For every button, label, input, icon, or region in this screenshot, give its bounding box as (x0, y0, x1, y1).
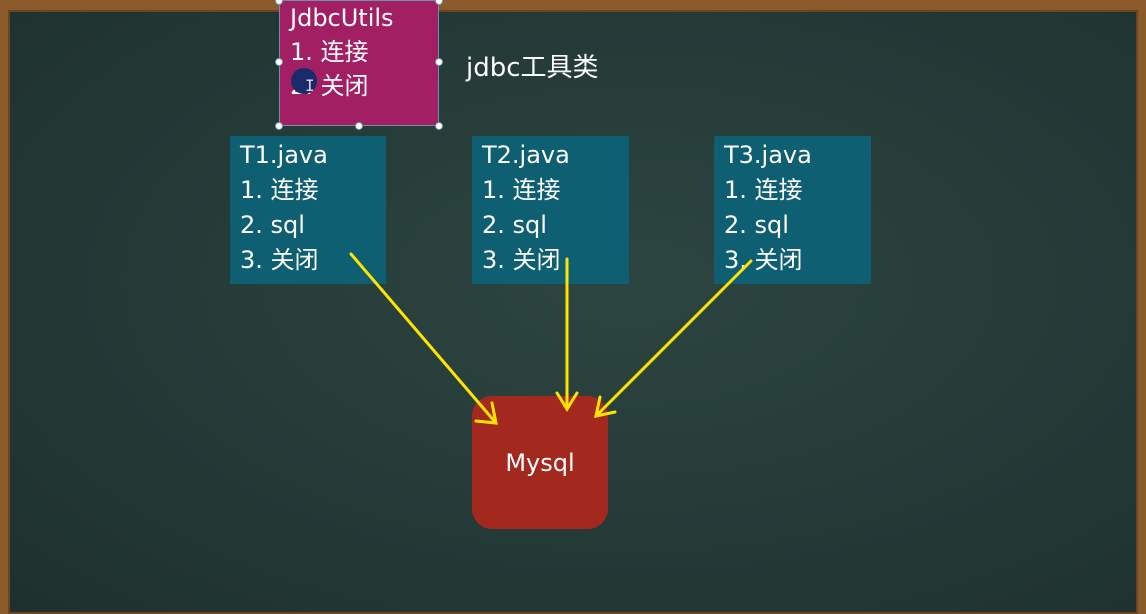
card-item: 3. 关闭 (724, 246, 803, 274)
selection-handle-bottom-center[interactable] (355, 122, 363, 130)
selection-handle-mid-right[interactable] (435, 58, 443, 66)
mysql-label: Mysql (505, 448, 575, 477)
card-item: 2. sql (240, 211, 305, 239)
card-item: 2. sql (724, 211, 789, 239)
utils-caption[interactable]: jdbc工具类 (466, 53, 599, 83)
card-title: T3.java (724, 141, 812, 169)
text-ibeam-cursor-icon: I (305, 76, 315, 95)
card-item: 3. 关闭 (240, 246, 319, 274)
card-t2-java[interactable]: T2.java 1. 连接 2. sql 3. 关闭 (472, 136, 629, 284)
card-item: 1. 连接 (482, 176, 561, 204)
card-item: 1. 连接 (240, 176, 319, 204)
jdbcutils-title: JdbcUtils (290, 4, 394, 32)
card-item: 2. sql (482, 211, 547, 239)
card-item: 1. 连接 (724, 176, 803, 204)
selection-handle-top-left[interactable] (275, 0, 283, 5)
card-item: 3. 关闭 (482, 246, 561, 274)
jdbcutils-item-connect: 1. 连接 (290, 38, 369, 66)
selection-handle-mid-left[interactable] (275, 58, 283, 66)
selection-handle-bottom-right[interactable] (435, 122, 443, 130)
card-t3-java[interactable]: T3.java 1. 连接 2. sql 3. 关闭 (714, 136, 871, 284)
card-t1-java[interactable]: T1.java 1. 连接 2. sql 3. 关闭 (230, 136, 386, 284)
cursor-highlight (291, 68, 317, 94)
card-title: T2.java (482, 141, 570, 169)
mysql-box[interactable]: Mysql (472, 396, 608, 529)
selection-handle-bottom-left[interactable] (275, 122, 283, 130)
jdbcutils-box[interactable]: JdbcUtils 1. 连接 2. 关闭 (279, 0, 439, 126)
card-title: T1.java (240, 141, 328, 169)
selection-handle-top-right[interactable] (435, 0, 443, 5)
